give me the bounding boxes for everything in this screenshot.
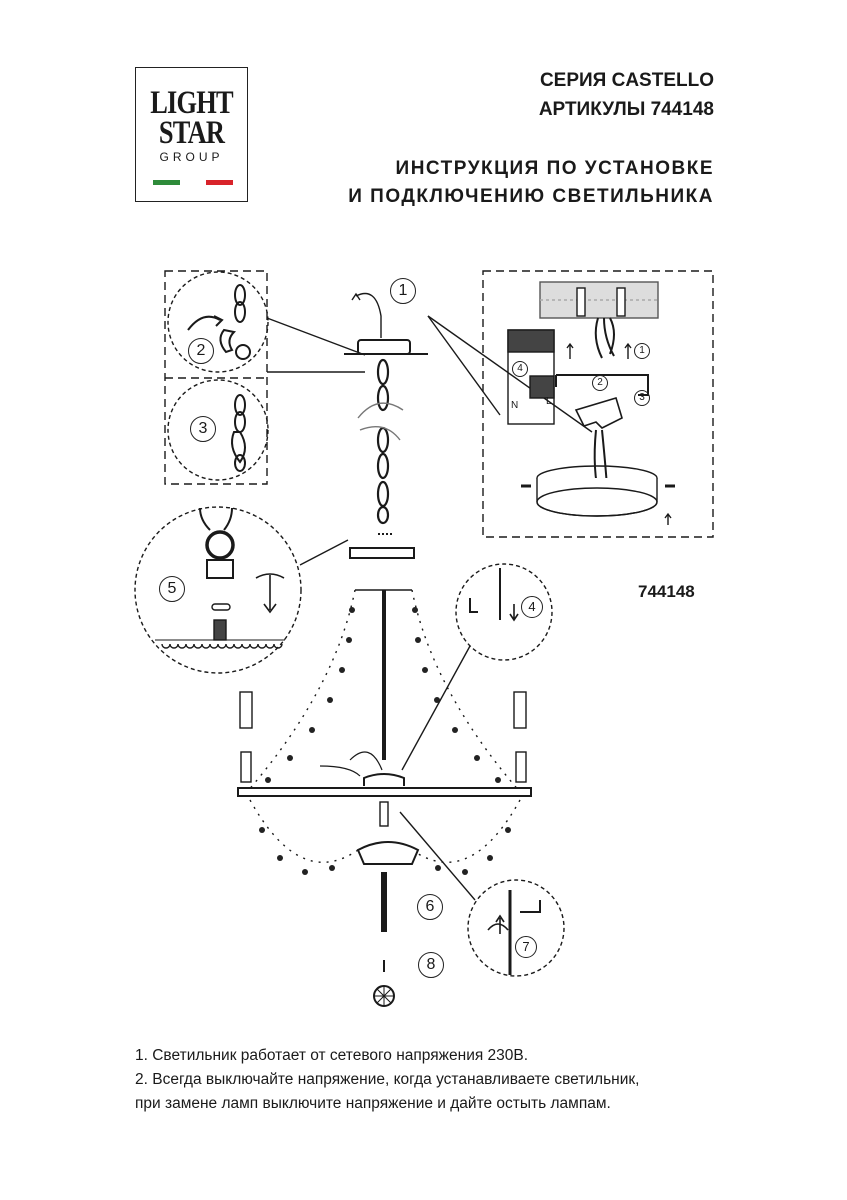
detail-circle-socket [455, 563, 553, 661]
ceiling-icon [539, 281, 659, 319]
step-1-label: 1 [390, 278, 416, 304]
title-line-1: ИНСТРУКЦИЯ ПО УСТАНОВКЕ [395, 158, 714, 179]
suspension-chain [376, 358, 390, 525]
flag-stripe-white [179, 180, 207, 185]
flag-stripe-red [206, 180, 234, 185]
wire-live-label: L [546, 396, 552, 407]
bead-strand-right [411, 589, 521, 793]
chain-detail-icon [187, 284, 251, 360]
note-2-continued: при замене ламп выключите напряжение и д… [135, 1095, 611, 1112]
chain-detail-icon-2 [231, 394, 246, 472]
detail-box-wiring [482, 270, 714, 538]
safety-notes: 1. Светильник работает от сетевого напря… [135, 1044, 735, 1116]
step-4-label: 4 [521, 596, 543, 618]
logo-line-light: LIGHT [150, 85, 233, 121]
step-3-label: 3 [190, 416, 216, 442]
arrow-down-icon [263, 575, 277, 614]
candle-right [513, 691, 527, 729]
step-8-label: 8 [418, 952, 444, 978]
mounting-bracket-icon [574, 397, 623, 429]
note-1: 1. Светильник работает от сетевого напря… [135, 1047, 529, 1064]
candle-left [239, 691, 253, 729]
flag-stripe-green [153, 180, 180, 185]
detail-circle-hook [167, 271, 269, 373]
detail-circle-carabiner [167, 379, 269, 481]
wiring-step-4-label: 4 [512, 361, 528, 377]
step-2-label: 2 [188, 338, 214, 364]
series-name: СЕРИЯ CASTELLO [539, 70, 714, 91]
wire-neutral-label: N [511, 400, 519, 411]
logo-line-star: STAR [158, 115, 225, 151]
article-numbers: АРТИКУЛЫ 744148 [538, 99, 714, 120]
title-line-2: И ПОДКЛЮЧЕНИЮ СВЕТИЛЬНИКА [348, 186, 714, 207]
upper-cup [349, 547, 415, 559]
lower-cup [356, 841, 420, 865]
note-2: 2. Всегда выключайте напряжение, когда у… [135, 1071, 640, 1088]
ceiling-canopy [344, 292, 428, 355]
wiring-step-2-label: 2 [592, 375, 608, 391]
step-7-label: 7 [515, 936, 537, 958]
detail-circle-lower-cup [467, 879, 565, 977]
diagram-article-label: 744148 [638, 582, 695, 601]
wiring-step-1-label: 1 [634, 343, 650, 359]
wiring-step-3-label: 3 [634, 390, 650, 406]
detail-circle-lock [134, 506, 302, 674]
installation-diagram [134, 270, 714, 1007]
document-title: ИНСТРУКЦИЯ ПО УСТАНОВКЕ И ПОДКЛЮЧЕНИЮ СВ… [348, 155, 714, 211]
chandelier-frame [237, 787, 532, 797]
italian-flag-icon [153, 180, 234, 185]
step-6-label: 6 [417, 894, 443, 920]
bead-strand-left [246, 589, 356, 793]
logo-line-group: GROUP [159, 150, 224, 164]
series-block: СЕРИЯ CASTELLO АРТИКУЛЫ 744148 [539, 66, 714, 124]
brand-logo: LIGHT STAR GROUP [135, 67, 248, 202]
step-5-label: 5 [159, 576, 185, 602]
